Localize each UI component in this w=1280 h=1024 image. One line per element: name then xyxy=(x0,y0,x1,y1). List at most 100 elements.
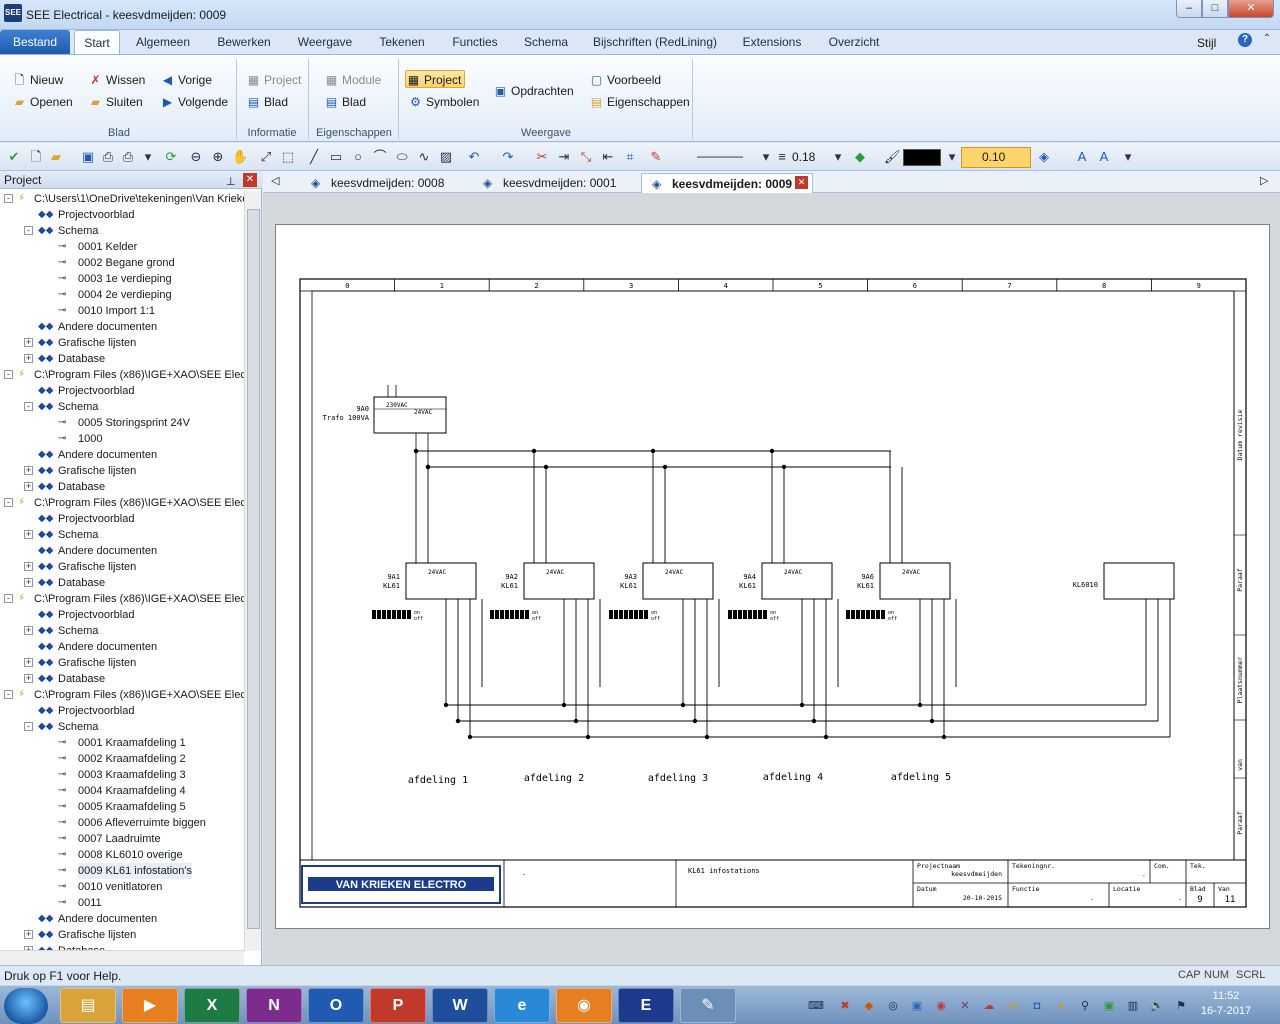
spline-icon[interactable]: ∿ xyxy=(418,149,430,164)
nieuw-button[interactable]: 🗋Nieuw xyxy=(12,71,64,89)
doc-tab-0009[interactable]: ◈keesvdmeijden: 0009 xyxy=(641,173,813,193)
tray-app-icon[interactable]: ☁ xyxy=(983,1000,995,1012)
tree-item[interactable]: -⚡C:\Program Files (x86)\IGE+XAO\SEE Ele… xyxy=(0,687,244,703)
tree-item[interactable]: -◆◆Schema xyxy=(0,719,244,735)
tab-functies[interactable]: Functies xyxy=(452,35,498,49)
taskbar-paint-icon[interactable]: ✎ xyxy=(680,988,736,1023)
taskbar-outlook-icon[interactable]: O xyxy=(308,988,364,1023)
open-icon[interactable]: ▰ xyxy=(51,149,61,164)
taskbar-word-icon[interactable]: W xyxy=(432,988,488,1023)
collapse-icon[interactable]: - xyxy=(4,498,13,507)
start-button[interactable] xyxy=(4,988,48,1024)
tree-item[interactable]: ⊸0011 xyxy=(0,895,244,911)
ribbon-collapse-icon[interactable]: ⌃ xyxy=(1262,33,1272,44)
nvidia-icon[interactable]: ▣ xyxy=(1103,1000,1115,1012)
layers-icon[interactable]: ◈ xyxy=(1039,149,1049,164)
help-icon[interactable]: ? xyxy=(1238,33,1252,47)
openen-button[interactable]: ▰Openen xyxy=(12,93,73,111)
voorbeeld-button[interactable]: ▢Voorbeeld xyxy=(590,73,662,87)
tree-item[interactable]: ⊸0003 Kraamafdeling 3 xyxy=(0,767,244,783)
tab-bewerken[interactable]: Bewerken xyxy=(217,35,271,49)
tree-item[interactable]: ⊸0008 KL6010 overige xyxy=(0,847,244,863)
outlook-tray-icon[interactable]: ◘ xyxy=(1033,1000,1041,1012)
printer-dropdown-icon[interactable]: ▾ xyxy=(144,149,152,164)
undo-icon[interactable]: ↶ xyxy=(468,149,480,164)
tree-item[interactable]: -⚡C:\Users\1\OneDrive\tekeningen\Van Kri… xyxy=(0,191,244,207)
line-width-dropdown-icon[interactable]: ▾ xyxy=(834,149,842,164)
tab-bestand[interactable]: Bestand xyxy=(0,30,70,54)
app-icon[interactable]: SEE xyxy=(4,4,22,22)
print-icon[interactable]: ⎙ xyxy=(122,149,134,164)
tray-app-icon[interactable]: ▣ xyxy=(911,1000,923,1012)
line-width-icon[interactable]: ≡ xyxy=(778,149,786,164)
tree-item[interactable]: -⚡C:\Program Files (x86)\IGE+XAO\SEE Ele… xyxy=(0,591,244,607)
panel-close-icon[interactable]: ✕ xyxy=(243,173,257,187)
trafo-symbol[interactable]: 230VAC 24VAC 9A0 Trafo 100VA xyxy=(323,385,447,467)
tree-item[interactable]: +◆◆Schema xyxy=(0,623,244,639)
tree-item[interactable]: -⚡C:\Program Files (x86)\IGE+XAO\SEE Ele… xyxy=(0,367,244,383)
tree-item[interactable]: ⊸0005 Kraamafdeling 5 xyxy=(0,799,244,815)
tree-item[interactable]: +◆◆Grafische lijsten xyxy=(0,655,244,671)
tree-item[interactable]: +◆◆Database xyxy=(0,479,244,495)
minimize-button[interactable]: – xyxy=(1176,0,1202,18)
tab-algemeen[interactable]: Algemeen xyxy=(135,35,191,49)
fill-color-icon[interactable]: ◆ xyxy=(855,149,865,164)
tree-item[interactable]: ⊸0001 Kraamafdeling 1 xyxy=(0,735,244,751)
pan-hand-icon[interactable]: ✋ xyxy=(232,149,249,164)
expand-icon[interactable]: + xyxy=(24,337,33,347)
zoom-window-icon[interactable]: ⬚ xyxy=(281,149,295,164)
line-style-selector[interactable]: ───── xyxy=(696,149,744,164)
volume-icon[interactable]: 🔈 xyxy=(1150,1000,1164,1012)
tree-item[interactable]: ◆◆Projectvoorblad xyxy=(0,207,244,223)
tab-start[interactable]: Start xyxy=(74,30,120,54)
tray-app-icon[interactable]: ◎ xyxy=(888,1000,898,1012)
volgende-button[interactable]: ▶Volgende xyxy=(160,93,228,111)
collapse-icon[interactable]: - xyxy=(24,402,33,411)
color-dropdown-icon[interactable]: ▾ xyxy=(948,149,956,164)
extend-icon[interactable]: ⤡ xyxy=(580,149,592,164)
tree-item[interactable]: +◆◆Database xyxy=(0,575,244,591)
tree-item[interactable]: +◆◆Schema xyxy=(0,527,244,543)
vorige-button[interactable]: ◀Vorige xyxy=(160,71,212,89)
expand-icon[interactable]: + xyxy=(24,673,33,683)
expand-icon[interactable]: + xyxy=(24,577,33,587)
tab-overzicht[interactable]: Overzicht xyxy=(828,35,880,49)
tree-item[interactable]: +◆◆Database xyxy=(0,671,244,687)
tree-item[interactable]: +◆◆Grafische lijsten xyxy=(0,927,244,943)
expand-icon[interactable]: + xyxy=(24,529,33,539)
ellipse-icon[interactable]: ⬭ xyxy=(396,149,408,164)
expand-icon[interactable]: + xyxy=(24,657,33,667)
tabs-scroll-right-icon[interactable]: ▷ xyxy=(1260,175,1269,187)
zoom-in-icon[interactable]: ⊕ xyxy=(212,149,224,164)
print-preview-icon[interactable]: ⎙ xyxy=(102,149,114,164)
tree-item[interactable]: ◆◆Projectvoorblad xyxy=(0,383,244,399)
line-style-dropdown-icon[interactable]: ▾ xyxy=(762,149,770,164)
info-blad-button[interactable]: ▤Blad xyxy=(247,95,289,109)
tree-horizontal-scrollbar[interactable] xyxy=(0,950,244,965)
tree-item[interactable]: +◆◆Grafische lijsten xyxy=(0,559,244,575)
tree-item[interactable]: +◆◆Grafische lijsten xyxy=(0,463,244,479)
scrollbar-thumb[interactable] xyxy=(247,209,260,929)
rectangle-icon[interactable]: ▭ xyxy=(329,149,343,164)
stijl-menu[interactable]: Stijl xyxy=(1197,36,1217,50)
tree-item[interactable]: -⚡C:\Program Files (x86)\IGE+XAO\SEE Ele… xyxy=(0,495,244,511)
tree-item[interactable]: ⊸0010 Import 1:1 xyxy=(0,303,244,319)
tree-item[interactable]: ⊸0001 Kelder xyxy=(0,239,244,255)
line-width-value[interactable]: 0.18 xyxy=(792,150,816,164)
pin-icon[interactable]: ⊥ xyxy=(226,176,236,188)
tab-extensions[interactable]: Extensions xyxy=(742,35,802,49)
collapse-icon[interactable]: - xyxy=(4,370,13,379)
trim-icon[interactable]: ⇥ xyxy=(558,149,570,164)
refresh-icon[interactable]: ⟳ xyxy=(165,149,177,164)
zoom-extents-icon[interactable]: ⤢ xyxy=(260,149,272,164)
symbolen-button[interactable]: ⚙Symbolen xyxy=(408,93,479,111)
taskbar-powerpoint-icon[interactable]: P xyxy=(370,988,426,1023)
tab-tekenen[interactable]: Tekenen xyxy=(379,35,425,49)
tree-item[interactable]: ⊸0003 1e verdieping xyxy=(0,271,244,287)
tree-item[interactable]: ◆◆Andere documenten xyxy=(0,447,244,463)
doc-tab-0001[interactable]: ◈keesvdmeijden: 0001 xyxy=(473,173,633,193)
collapse-icon[interactable]: - xyxy=(24,722,33,731)
